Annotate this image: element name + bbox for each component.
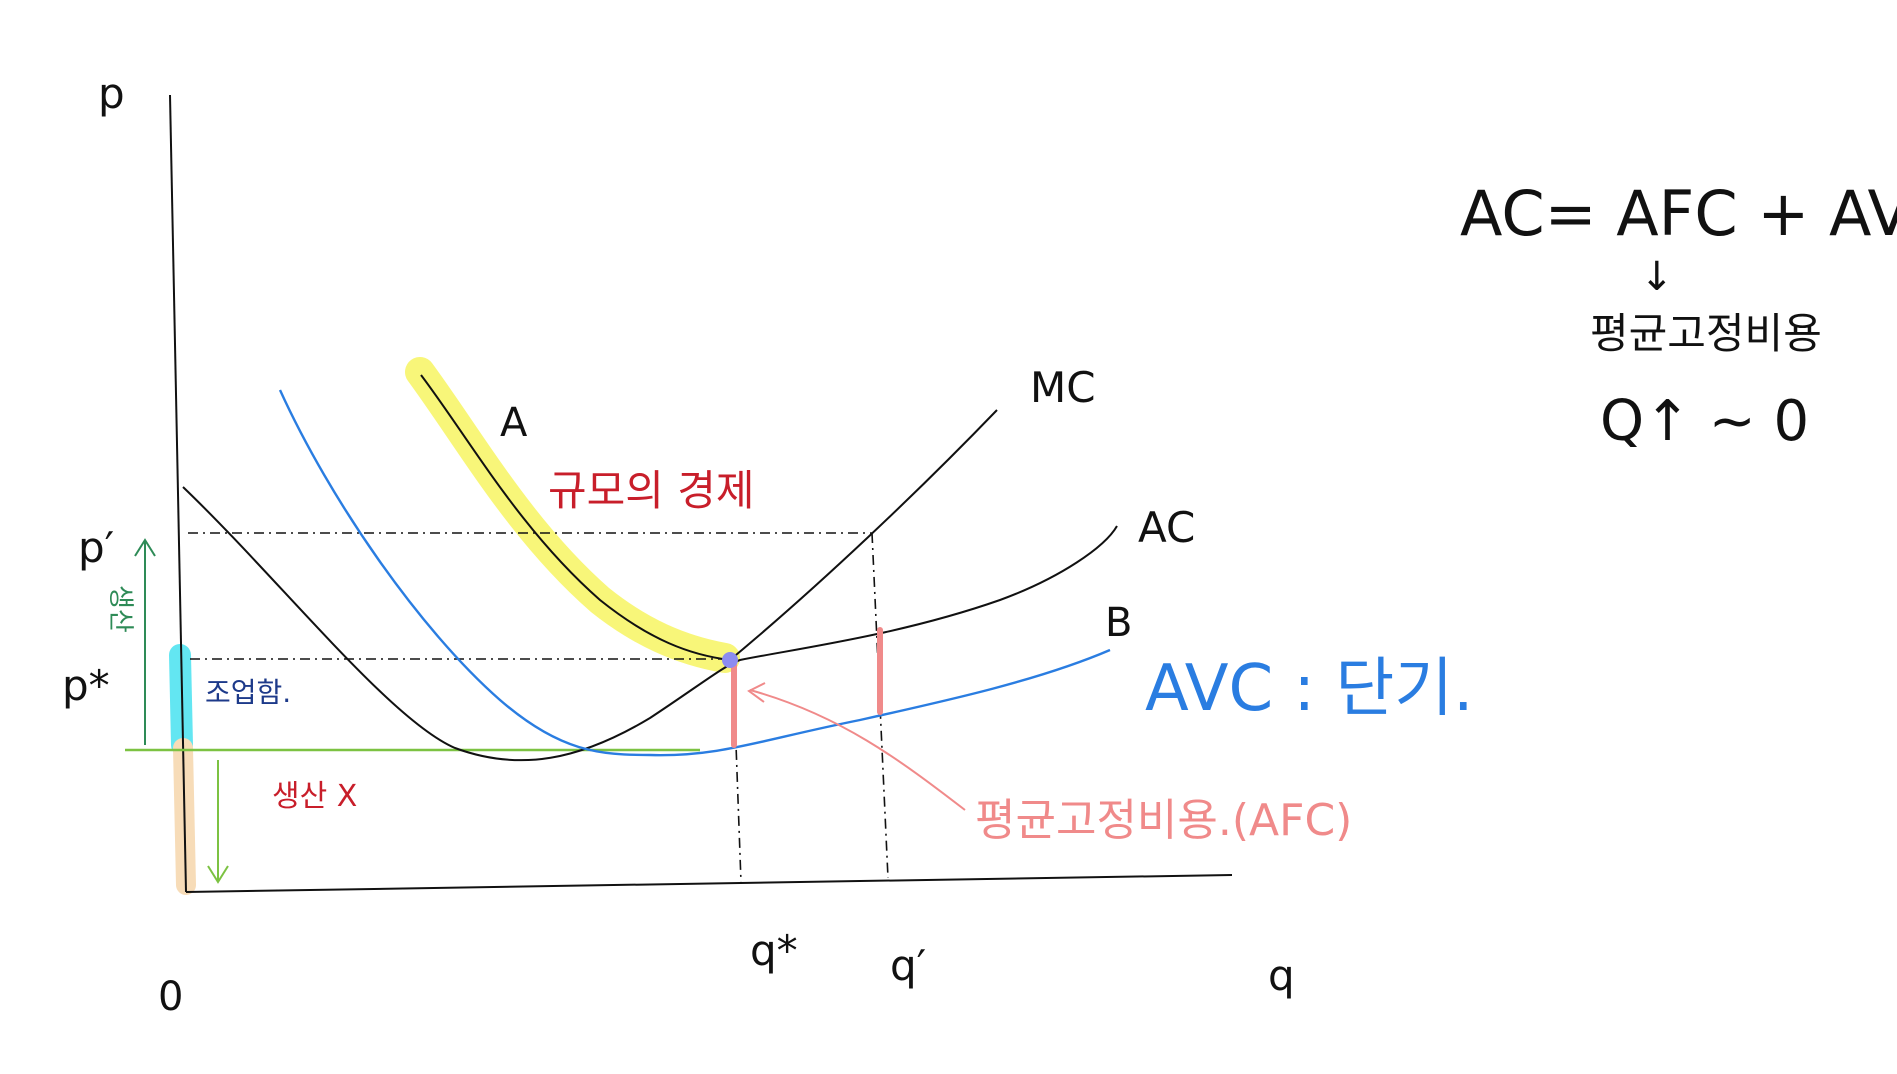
ac-minimum-point [722,652,738,668]
mc-label: MC [1030,363,1096,412]
p-prime-label: p′ [78,523,114,572]
formula-arrow: ↓ [1640,254,1674,300]
point-a-label: A [500,400,528,446]
x-axis-label: q [1268,951,1295,1000]
produce-label: 생산 [105,585,135,633]
ac-curve [182,486,1118,762]
y-axis-label: p [98,69,125,118]
avc-short-run-label: AVC : 단기. [1145,652,1474,726]
formula-limit: Q↑ ~ 0 [1600,389,1809,454]
avc-curve [278,389,1111,757]
afc-label: 평균고정비용.(AFC) [975,795,1352,846]
operate-label: 조업함. [205,676,291,709]
operate-band [169,644,193,756]
no-produce-label: 생산 X [272,779,357,814]
q-star-label: q* [750,926,798,975]
no-produce-arrow-head [207,865,229,884]
x-axis [185,874,1233,893]
formula-afc-korean: 평균고정비용 [1590,309,1822,358]
economies-of-scale-highlight [405,357,740,673]
afc-arrow-head [747,682,766,703]
guide-lines [188,532,889,883]
q-prime-label: q′ [890,941,926,990]
formula-equation: AC= AFC + AVC [1460,177,1897,250]
y-axis [169,94,187,893]
ac-label: AC [1138,503,1195,552]
produce-arrow-head [134,538,156,557]
economies-of-scale-label: 규모의 경제 [548,466,755,515]
p-star-label: p* [62,661,110,710]
point-b-label: B [1105,600,1132,646]
mc-curve [420,374,998,662]
afc-arrow [749,689,966,811]
origin-label: 0 [158,974,183,1020]
